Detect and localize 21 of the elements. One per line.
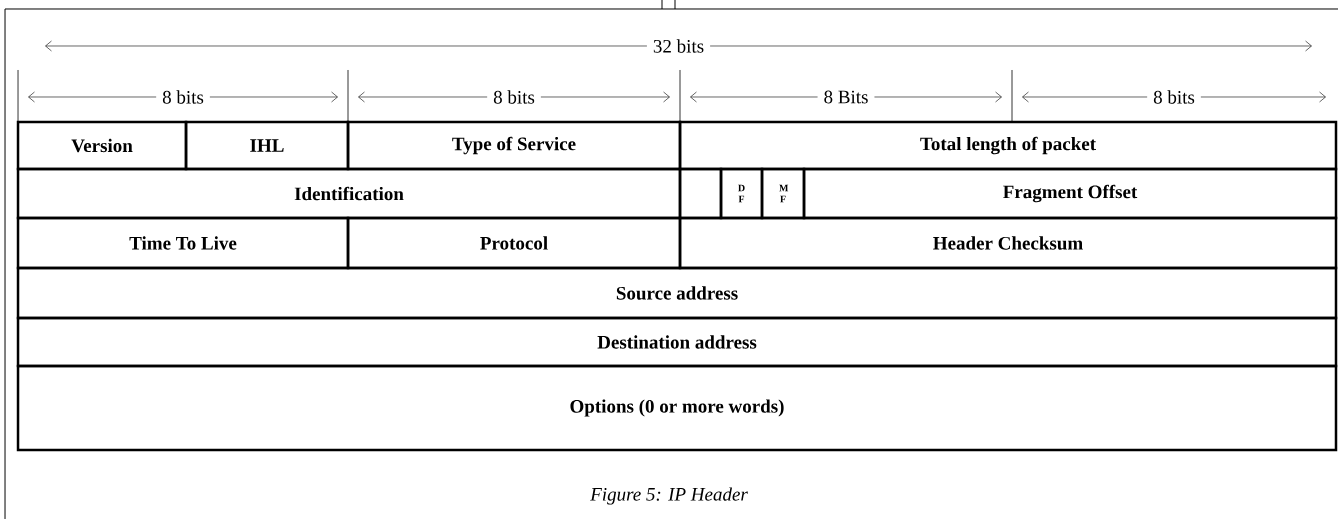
field-cell: Options (0 or more words) [16, 364, 1338, 452]
field-cell: Total length of packet [678, 120, 1338, 171]
field-cell: IHL [184, 120, 350, 171]
field-cell: Header Checksum [678, 216, 1338, 270]
field-cell: Identification [16, 167, 682, 220]
field-cell: Destination address [16, 316, 1338, 368]
dimension-label: 8 bits [156, 89, 210, 105]
field-cell: Time To Live [16, 216, 350, 270]
empty-cell [678, 167, 723, 220]
dimension-label: 8 bits [487, 89, 541, 105]
flag-cell: D F [719, 167, 764, 220]
field-cell: Source address [16, 266, 1338, 320]
field-cell: Version [16, 120, 188, 171]
dimension-label: 32 bits [646, 38, 711, 54]
dimension-label: 8 Bits [817, 89, 875, 105]
field-cell: Type of Service [346, 120, 682, 171]
figure-caption: Figure 5: IP Header [590, 487, 748, 505]
field-cell: Protocol [346, 216, 682, 270]
field-cell: Fragment Offset [802, 167, 1338, 220]
dimension-label: 8 bits [1147, 89, 1201, 105]
flag-cell: M F [760, 167, 806, 220]
